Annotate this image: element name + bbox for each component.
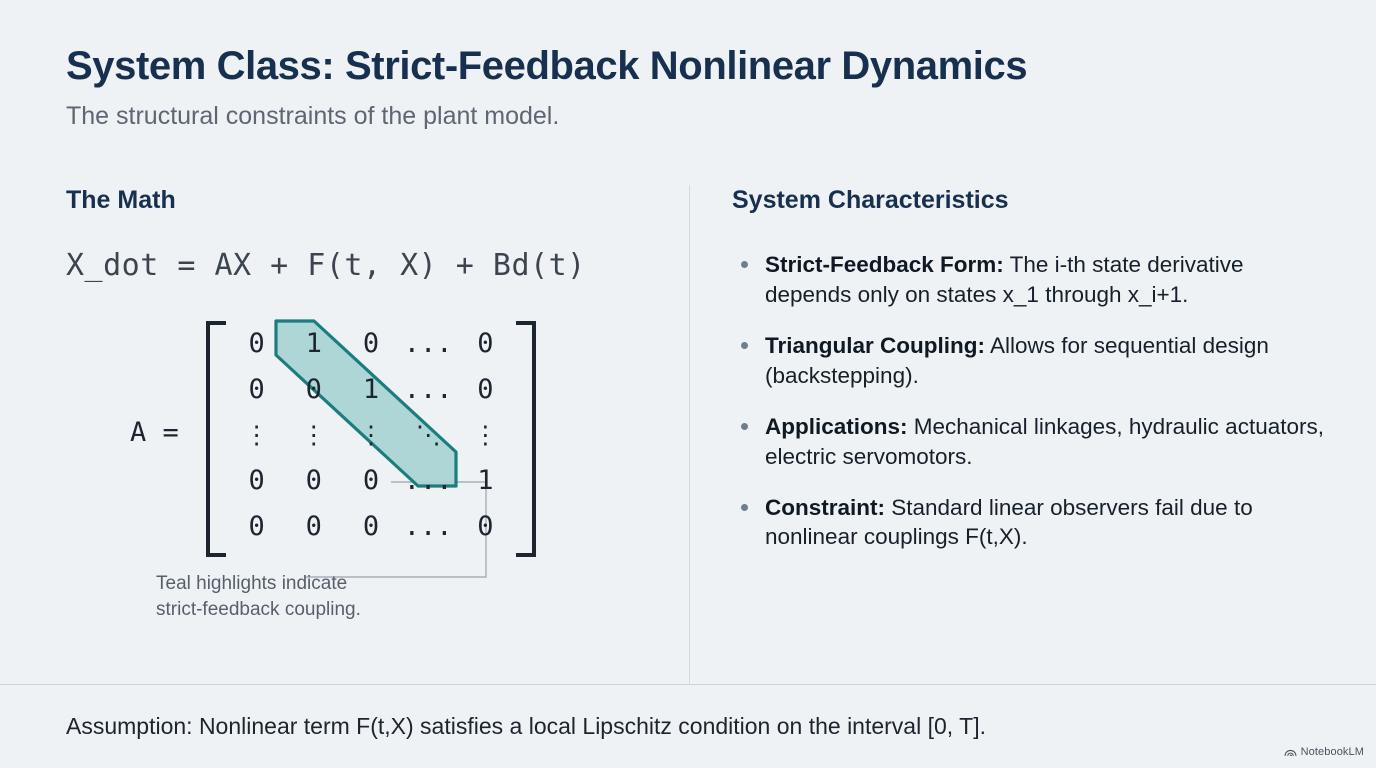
matrix-figure: A = 0 1 0 ... 0 0 0 [66,309,666,620]
bullet-dot-icon [741,422,748,430]
list-item-text: The i-th state derivative depends only o… [765,252,1244,307]
right-section-heading: System Characteristics [732,186,1009,214]
matrix-cell: 0 [305,510,322,542]
matrix-cell: 0 [362,328,380,360]
column-divider [689,185,690,684]
matrix-cell: 0 [477,328,494,360]
matrix-cell: ⋮ [358,420,384,450]
matrix-cell: ... [403,328,453,360]
bullet-dot-icon [741,503,748,511]
matrix-cell: 0 [248,373,265,405]
list-item: Applications: Mechanical linkages, hydra… [732,412,1332,472]
matrix-grid: 0 1 0 ... 0 0 0 1 ... 0 ⋮ ⋮ ⋮ ⋱ [228,321,514,549]
matrix-cell: 1 [305,328,322,360]
matrix-cell: 0 [248,328,265,360]
right-column: System Characteristics Strict-Feedback F… [732,185,1332,552]
bullet-dot-icon [741,261,748,268]
left-column: The Math X_dot = AX + F(t, X) + Bd(t) A … [66,185,666,620]
notebooklm-badge: NotebookLM [1284,745,1364,758]
matrix-cell: ... [403,510,453,542]
matrix-cell: 0 [305,465,322,497]
matrix-cell: ⋮ [472,420,498,450]
left-section-heading: The Math [66,186,176,214]
matrix-cell: 0 [248,510,265,542]
list-item-term: Triangular Coupling: [765,332,985,358]
matrix-cell: 0 [248,465,265,497]
state-equation: X_dot = AX + F(t, X) + Bd(t) [66,248,586,283]
list-item-term: Strict-Feedback Form: [765,252,1004,277]
matrix-bracket-right [516,321,536,557]
assumption-text: Assumption: Nonlinear term F(t,X) satisf… [66,713,986,739]
matrix-caption-line-1: Teal highlights indicate [156,573,348,594]
page-title: System Class: Strict-Feedback Nonlinear … [66,44,1028,88]
matrix-cell: 0 [362,510,380,542]
matrix-bracket-left [206,321,226,557]
matrix-cell: 1 [362,373,380,405]
bullet-dot-icon [741,341,748,349]
list-item: Constraint: Standard linear observers fa… [732,493,1332,553]
content-columns: The Math X_dot = AX + F(t, X) + Bd(t) A … [0,185,1376,684]
matrix-cell: 0 [362,465,380,497]
list-item-term: Constraint: [765,494,885,520]
notebooklm-spiral-icon [1284,749,1297,757]
slide-header: System Class: Strict-Feedback Nonlinear … [66,44,1310,131]
matrix-cell: 0 [477,510,494,542]
list-item-text: Standard linear observers fail due to no… [765,494,1253,550]
characteristics-list: Strict-Feedback Form: The i-th state der… [732,250,1332,552]
matrix-cell: ... [403,465,453,497]
matrix-cell: ⋮ [244,420,270,450]
matrix-caption: Teal highlights indicate strict-feedback… [156,571,436,622]
matrix-cell: ⋱ [415,420,441,450]
matrix-caption-line-2: strict-feedback coupling. [156,598,361,620]
matrix-label: A = [130,417,179,448]
list-item-term: Applications: [765,413,908,439]
notebooklm-label: NotebookLM [1300,745,1364,758]
matrix-cell: 1 [477,465,494,497]
list-item-text: Allows for sequential design (backsteppi… [765,332,1269,388]
matrix-cell: 0 [477,373,494,405]
matrix-cell: 0 [305,373,322,405]
list-item-text: Mechanical linkages, hydraulic actuators… [765,413,1324,469]
matrix-cell: ... [403,373,453,405]
footer-divider [0,684,1376,685]
list-item: Strict-Feedback Form: The i-th state der… [732,250,1332,310]
page-subtitle: The structural constraints of the plant … [66,101,560,130]
list-item: Triangular Coupling: Allows for sequenti… [732,331,1332,391]
matrix-cell: ⋮ [301,420,327,450]
